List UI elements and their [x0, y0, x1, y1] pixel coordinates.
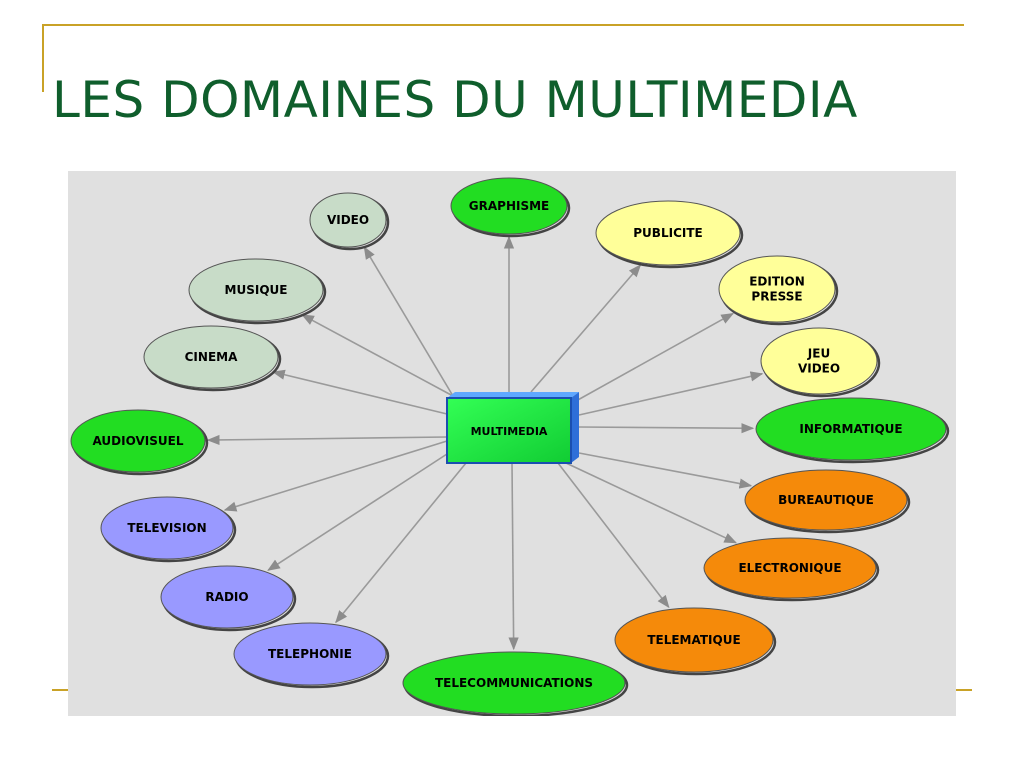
node-telephonie: TELEPHONIE [233, 622, 390, 689]
arrow-to-video [363, 246, 454, 397]
slide-title: LES DOMAINES DU MULTIMEDIA [52, 71, 858, 129]
node-ellipse-television [100, 496, 234, 560]
node-label-bureautique: BUREAUTIQUE [778, 493, 874, 507]
node-label-jeu-video-1: JEU [807, 347, 830, 361]
center-label: MULTIMEDIA [471, 425, 548, 438]
slide-frame-left-line [42, 24, 44, 92]
node-label-cinema: CINEMA [185, 350, 238, 364]
arrow-to-telephonie [335, 462, 467, 624]
node-television: TELEVISION [100, 496, 237, 563]
node-ellipse-graphisme [450, 177, 568, 235]
node-ellipse-cinema [143, 325, 279, 389]
node-ellipse-telecommunications [402, 651, 626, 715]
slide-frame-top-line [42, 24, 964, 26]
node-ellipse-bureautique [744, 469, 908, 531]
connector-arrows [206, 235, 764, 651]
center-box [446, 397, 572, 464]
node-label-publicite: PUBLICITE [633, 226, 702, 240]
node-musique: MUSIQUE [188, 258, 327, 325]
node-ellipse-publicite [595, 200, 741, 266]
node-telecommunications: TELECOMMUNICATIONS [402, 651, 629, 716]
arrow-to-musique [301, 314, 454, 397]
arrow-to-cinema [272, 369, 448, 415]
node-label-musique: MUSIQUE [225, 283, 288, 297]
multimedia-diagram: VIDEOGRAPHISMEPUBLICITEEDITIONPRESSEJEUV… [70, 177, 950, 716]
arrow-to-radio [267, 453, 448, 571]
node-informatique: INFORMATIQUE [755, 397, 950, 464]
node-ellipse-video [309, 192, 387, 248]
center-box-top-face [447, 392, 579, 398]
arrow-to-audiovisuel [206, 434, 448, 446]
node-ellipse-telematique [614, 607, 774, 673]
arrow-to-jeu-video [578, 371, 764, 416]
node-video: VIDEO [309, 192, 390, 251]
arrow-to-edition-presse [575, 312, 735, 402]
node-label-video: VIDEO [327, 213, 369, 227]
node-label-telecommunications: TELECOMMUNICATIONS [435, 676, 593, 690]
node-label-jeu-video-2: VIDEO [798, 362, 840, 376]
node-cinema: CINEMA [143, 325, 282, 392]
node-label-edition-presse-2: PRESSE [751, 290, 802, 304]
node-audiovisuel: AUDIOVISUEL [70, 409, 209, 476]
node-label-electronique: ELECTRONIQUE [738, 561, 841, 575]
arrow-to-television [223, 440, 448, 512]
node-ellipse-jeu-video [760, 327, 878, 395]
arrow-to-bureautique [578, 452, 753, 489]
arrow-to-electronique [565, 462, 738, 544]
node-ellipse-electronique [703, 537, 877, 599]
domain-nodes: VIDEOGRAPHISMEPUBLICITEEDITIONPRESSEJEUV… [70, 177, 950, 716]
node-label-radio: RADIO [205, 590, 248, 604]
arrow-to-publicite [530, 264, 642, 393]
node-ellipse-audiovisuel [70, 409, 206, 473]
arrow-to-telecommunications [508, 462, 519, 651]
node-telematique: TELEMATIQUE [614, 607, 777, 676]
node-ellipse-edition-presse [718, 255, 836, 323]
node-label-graphisme: GRAPHISME [469, 199, 549, 213]
node-label-telematique: TELEMATIQUE [647, 633, 740, 647]
center-box-side-face [571, 392, 579, 463]
node-label-edition-presse-1: EDITION [749, 275, 805, 289]
node-ellipse-musique [188, 258, 324, 322]
node-bureautique: BUREAUTIQUE [744, 469, 911, 534]
arrow-to-telematique [557, 462, 670, 609]
node-ellipse-informatique [755, 397, 947, 461]
node-label-television: TELEVISION [127, 521, 206, 535]
node-label-informatique: INFORMATIQUE [799, 422, 902, 436]
node-publicite: PUBLICITE [595, 200, 744, 269]
node-label-audiovisuel: AUDIOVISUEL [93, 434, 184, 448]
center-node: MULTIMEDIA [446, 392, 579, 464]
arrow-to-informatique [578, 423, 755, 434]
node-graphisme: GRAPHISME [450, 177, 571, 238]
node-ellipse-telephonie [233, 622, 387, 686]
node-label-telephonie: TELEPHONIE [268, 647, 352, 661]
node-ellipse-radio [160, 565, 294, 629]
node-electronique: ELECTRONIQUE [703, 537, 880, 602]
node-radio: RADIO [160, 565, 297, 632]
